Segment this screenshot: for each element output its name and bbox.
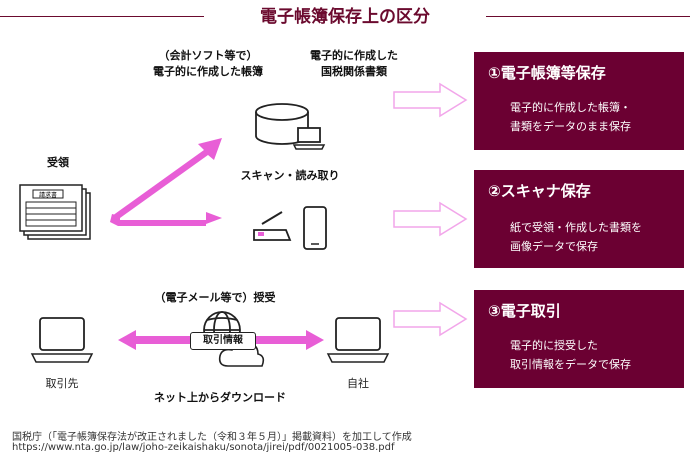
category-title: ①電子帳簿等保存: [488, 64, 606, 82]
tax-docs-label-line2: 国税関係書類: [321, 65, 387, 78]
title-line-right: [486, 16, 690, 17]
accounting-label-line1: （会計ソフト等で）: [158, 49, 258, 62]
category-box-electronic-transaction: ③電子取引 電子的に授受した 取引情報をデータで保存: [474, 290, 684, 388]
category-box-scanner: ②スキャナ保存 紙で受領・作成した書類を 画像データで保存: [474, 170, 684, 268]
outline-arrows: [393, 82, 468, 337]
outline-arrow-1: [393, 82, 468, 118]
receipt-label: 受領: [47, 156, 69, 169]
accounting-label-line2: 電子的に作成した帳簿: [153, 65, 263, 78]
transaction-info-tag: 取引情報: [190, 332, 256, 350]
source-note: 国税庁（「電子帳簿保存法が改正されました（令和３年５月）」掲載資料）を加工して作…: [12, 432, 412, 443]
scan-label: スキャン・読み取り: [240, 169, 340, 182]
database-icon: [255, 103, 309, 145]
smartphone-icon: [303, 206, 327, 250]
document-stack-label: 請求書: [39, 191, 57, 199]
download-label: ネット上からダウンロード: [154, 391, 286, 404]
source-url: https://www.nta.go.jp/law/joho-zeikaisha…: [12, 442, 395, 453]
outline-arrow-2: [393, 201, 468, 237]
laptop-icon-small: [292, 127, 326, 150]
own-laptop-icon: [326, 317, 390, 363]
tax-docs-label: 電子的に作成した 国税関係書類: [294, 48, 414, 80]
outline-arrow-3: [393, 301, 468, 337]
partner-laptop-icon: [30, 317, 94, 363]
category-desc-line2: 画像データで保存: [510, 240, 598, 253]
title-line-left: [0, 16, 204, 17]
category-desc-line1: 電子的に授受した: [510, 339, 598, 352]
scanner-icon: [253, 211, 292, 241]
partner-label: 取引先: [45, 377, 79, 390]
category-title: ②スキャナ保存: [488, 182, 591, 200]
category-desc-line1: 紙で受領・作成した書類を: [510, 221, 642, 234]
own-company-label: 自社: [347, 377, 369, 390]
category-box-electronic-books: ①電子帳簿等保存 電子的に作成した帳簿・ 書類をデータのまま保存: [474, 52, 684, 150]
scan-paths-arrow: [110, 138, 222, 226]
document-stack-icon: 請求書: [19, 184, 91, 240]
page-title: 電子帳簿保存上の区分: [260, 7, 430, 27]
accounting-label: （会計ソフト等で） 電子的に作成した帳簿: [138, 48, 278, 80]
category-desc-line2: 書類をデータのまま保存: [510, 120, 631, 133]
tax-docs-label-line1: 電子的に作成した: [310, 49, 398, 62]
category-desc-line2: 取引情報をデータで保存: [510, 358, 631, 371]
email-label: （電子メール等で）授受: [154, 291, 276, 304]
category-desc-line1: 電子的に作成した帳簿・: [510, 101, 631, 114]
category-title: ③電子取引: [488, 302, 561, 320]
